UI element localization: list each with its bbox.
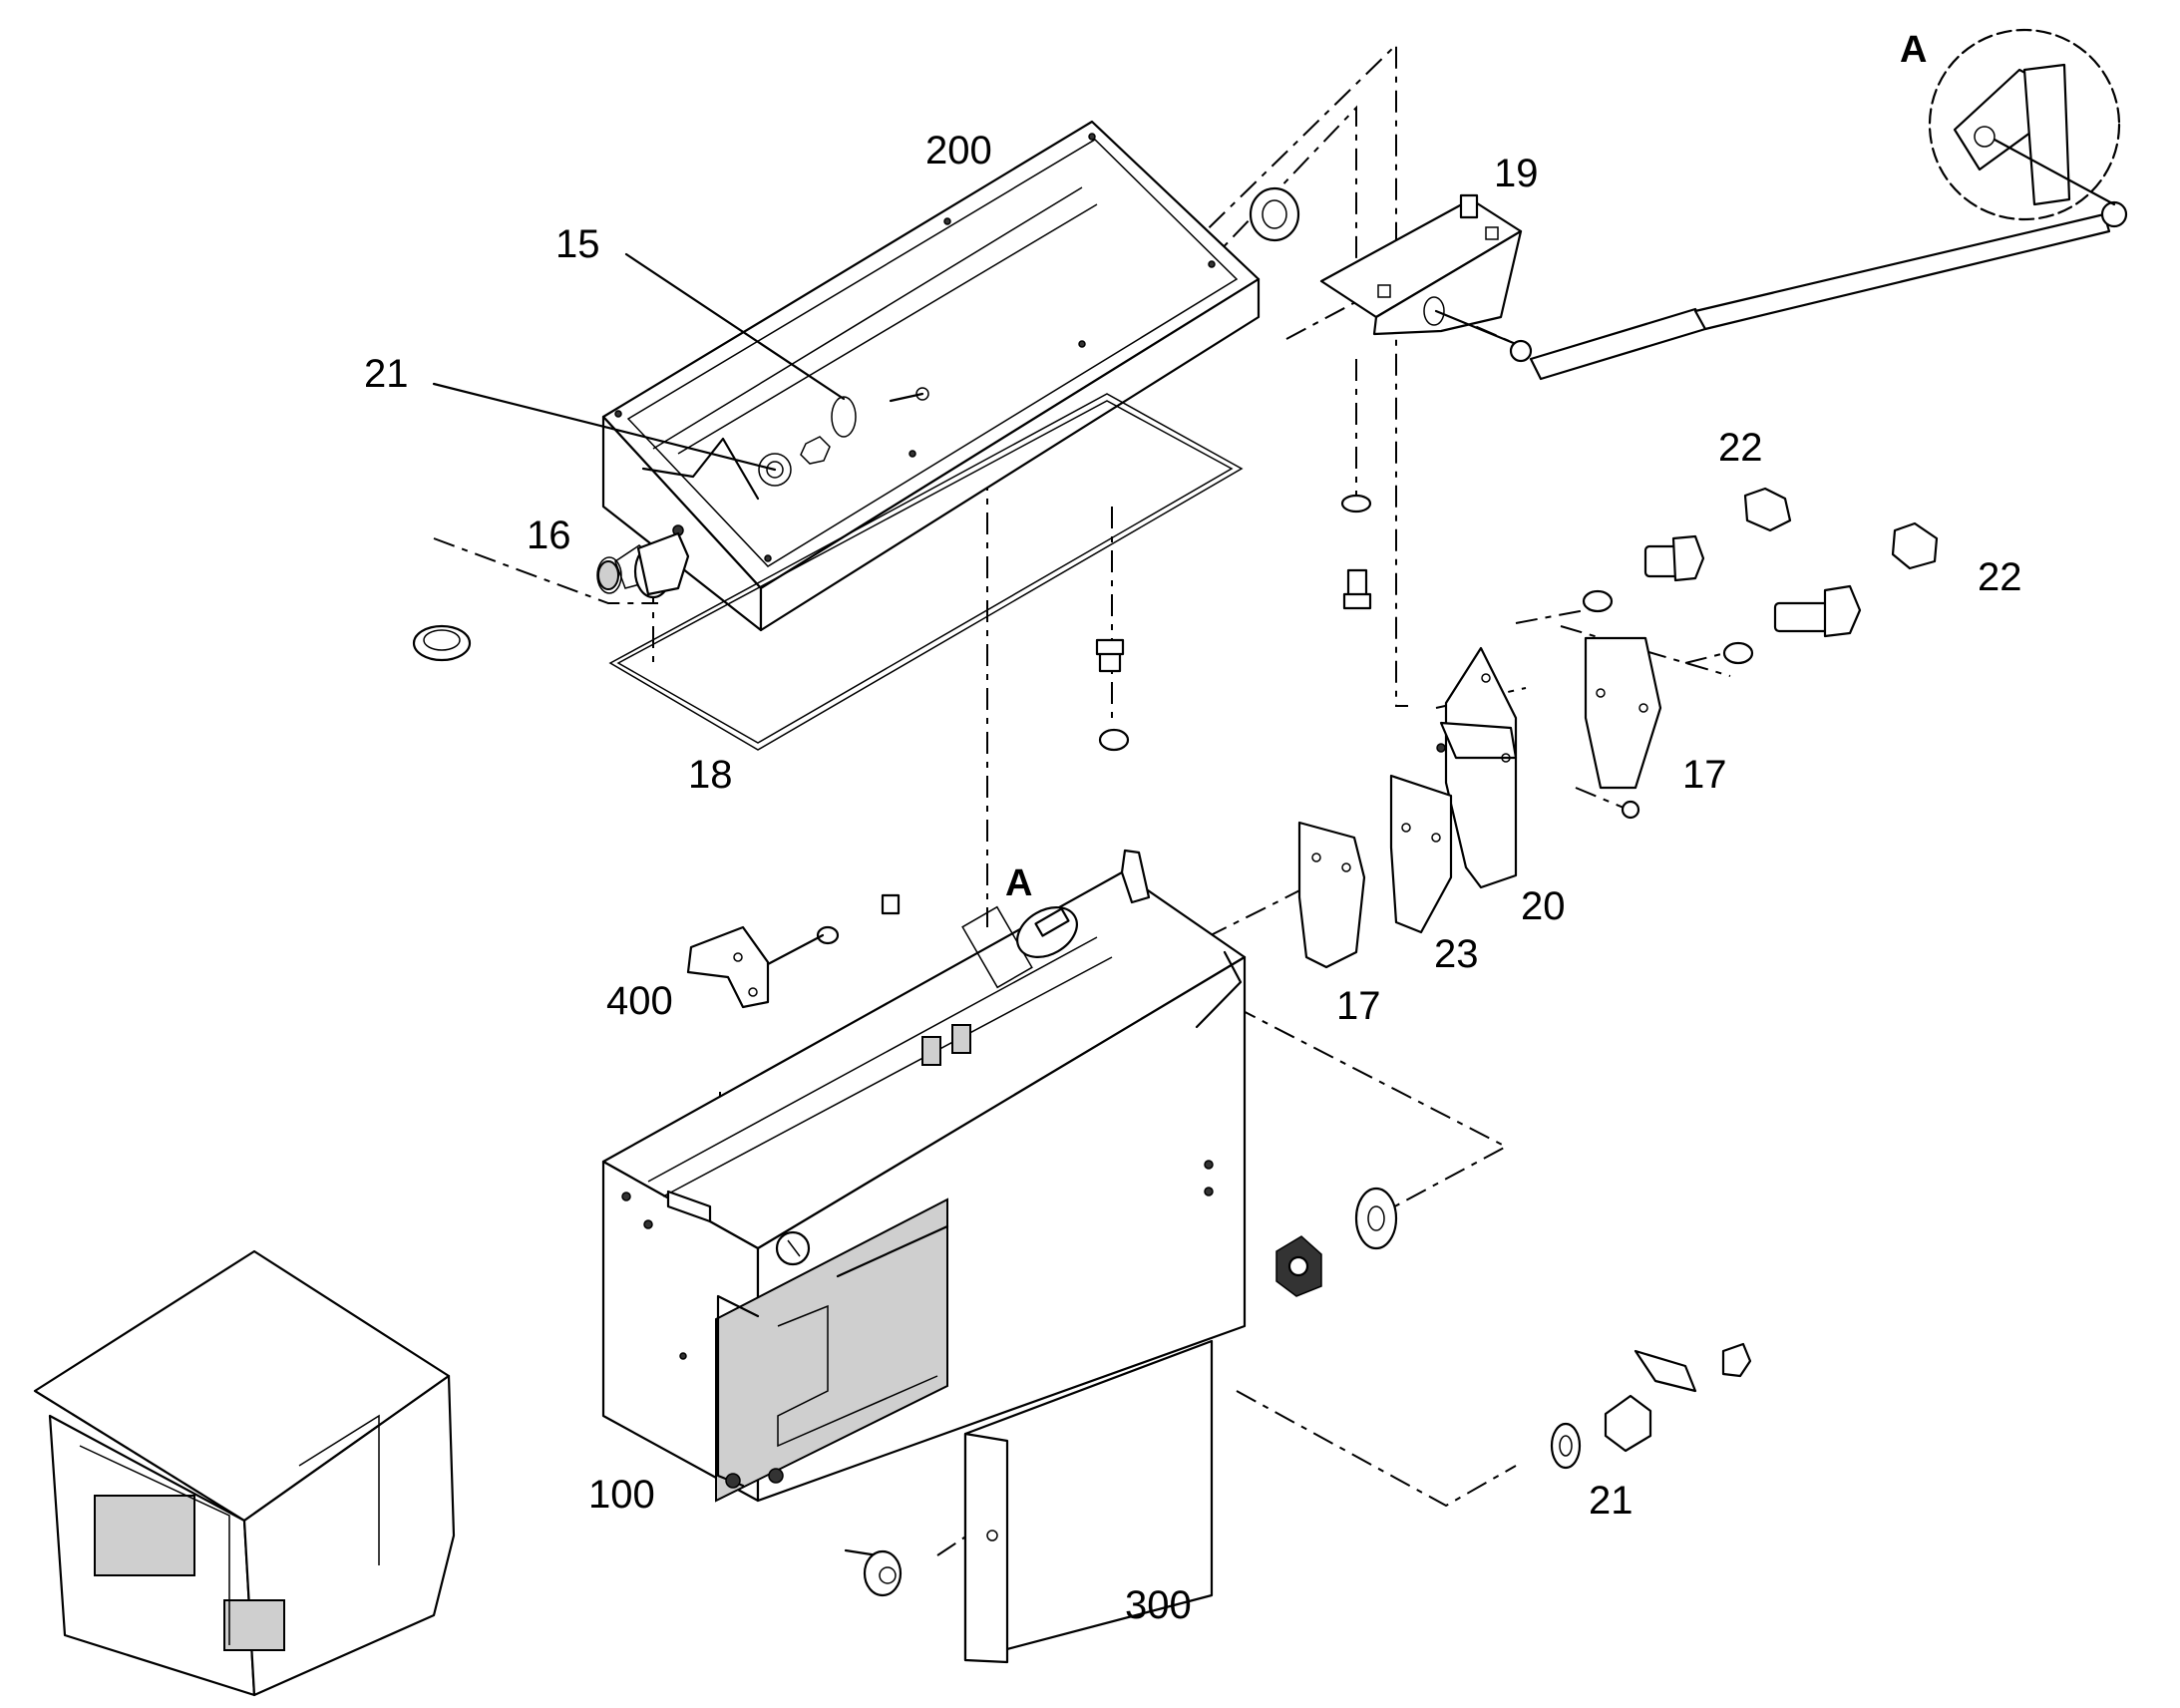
callout-100: 100 [588, 1473, 655, 1517]
callout-21-upper: 21 [364, 352, 409, 396]
callout-22-upper: 22 [1718, 426, 1763, 470]
callout-20: 20 [1521, 884, 1566, 928]
callout-17-right: 17 [1682, 753, 1727, 797]
callout-300: 300 [1125, 1583, 1192, 1627]
callout-22-right: 22 [1978, 555, 2022, 599]
upper-tray-200 [596, 120, 1261, 632]
detail-a-inset [1928, 28, 2121, 221]
callout-18: 18 [688, 753, 733, 797]
detail-label-a-main: A [1005, 862, 1032, 904]
gas-strut [1434, 200, 2128, 381]
knob-16 [597, 531, 690, 599]
location-overview [33, 1249, 456, 1697]
callout-19: 19 [1494, 152, 1539, 195]
callout-23: 23 [1434, 932, 1479, 976]
plate-23 [1389, 774, 1453, 934]
cover-300 [844, 1339, 1214, 1664]
washers-lower [1275, 1187, 1752, 1470]
plate-17-right [1584, 636, 1662, 790]
gasket-18 [608, 393, 1244, 751]
callout-17-left: 17 [1336, 984, 1381, 1028]
leader-lines [432, 252, 846, 472]
callout-labels: 200 15 21 16 18 19 22 22 17 20 23 17 400… [364, 29, 2022, 1627]
callout-200: 200 [925, 129, 992, 172]
plate-17-left [1297, 821, 1366, 969]
grommet [412, 624, 472, 662]
main-housing-100 [601, 849, 1247, 1503]
callout-16: 16 [527, 513, 571, 557]
callout-400: 400 [606, 979, 673, 1023]
callout-15: 15 [555, 222, 600, 266]
detail-label-a-inset: A [1900, 29, 1927, 71]
hinge-bracket-19 [1249, 186, 1523, 610]
callout-21-lower: 21 [1589, 1479, 1634, 1523]
bracket-400 [666, 893, 901, 1223]
hardware-22 [1095, 487, 1939, 752]
